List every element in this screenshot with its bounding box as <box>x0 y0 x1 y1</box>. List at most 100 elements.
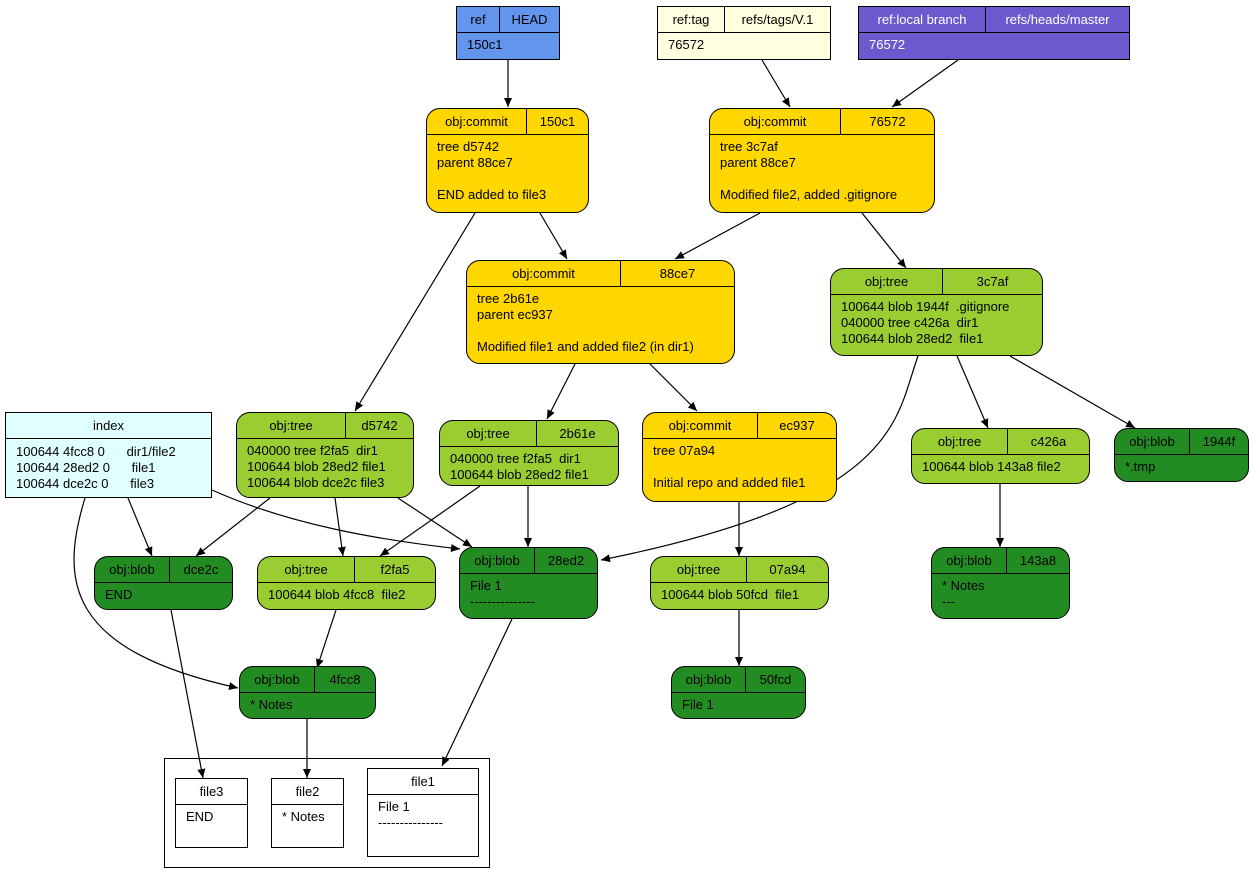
object-id-label: 50fcd <box>759 672 792 687</box>
tree-content: 100644 blob 1944f .gitignore 040000 tree… <box>841 299 1010 346</box>
blob-content: File 1 --------------- <box>470 578 535 609</box>
tree-content: 100644 blob 143a8 file2 <box>922 459 1061 474</box>
tree-content: 100644 blob 4fcc8 file2 <box>268 587 406 602</box>
edge-76572-to-3c7af <box>861 212 907 269</box>
edge-f2fa5-to-4fcc8 <box>316 609 337 669</box>
edge-88ce7-to-ec937 <box>649 363 698 412</box>
blob-node-4fcc8: obj:blob 4fcc8 * Notes <box>239 666 376 719</box>
commit-content: tree 07a94 Initial repo and added file1 <box>653 443 806 490</box>
tree-node-2b61e: obj:tree 2b61e 040000 tree f2fa5 dir1 10… <box>439 420 619 486</box>
blob-node-dce2c: obj:blob dce2c END <box>94 556 233 610</box>
commit-node-76572: obj:commit 76572 tree 3c7af parent 88ce7… <box>709 108 935 213</box>
commit-content: tree 2b61e parent ec937 Modified file1 a… <box>477 291 694 354</box>
head-ref-node: ref HEAD 150c1 <box>456 6 560 60</box>
object-type-label: obj:blob <box>672 667 746 692</box>
ref-target: 150c1 <box>467 37 503 52</box>
ref-name-label: refs/heads/master <box>1005 12 1110 27</box>
workdir-file3: file3 END <box>175 778 248 848</box>
ref-type-label: ref <box>457 7 500 32</box>
object-id-label: 07a94 <box>769 562 806 577</box>
branch-ref-node: ref:local branch refs/heads/master 76572 <box>858 6 1130 60</box>
object-id-label: 88ce7 <box>659 266 696 281</box>
edge-28ed2-to-file1 <box>441 618 513 767</box>
edge-76572-to-88ce7 <box>674 212 761 260</box>
ref-target: 76572 <box>869 37 906 52</box>
edge-d5742-to-f2fa5 <box>334 497 346 557</box>
object-id-label: d5742 <box>361 418 398 433</box>
object-type-label: obj:tree <box>651 557 747 582</box>
object-id-label: 28ed2 <box>547 553 585 568</box>
edge-d5742-to-28ed2 <box>397 497 473 548</box>
edge-3c7af-to-c426a <box>956 355 989 429</box>
blob-content: File 1 <box>682 697 714 712</box>
tree-content: 100644 blob 50fcd file1 <box>661 587 800 602</box>
tree-node-f2fa5: obj:tree f2fa5 100644 blob 4fcc8 file2 <box>257 556 436 610</box>
blob-content: * Notes <box>250 697 293 712</box>
ref-type-label: ref:local branch <box>859 7 986 32</box>
object-id-label: dce2c <box>183 562 219 577</box>
object-id-label: 2b61e <box>559 426 596 441</box>
object-type-label: obj:tree <box>831 269 943 294</box>
object-type-label: obj:commit <box>710 109 841 134</box>
object-type-label: obj:blob <box>1115 429 1190 454</box>
tree-node-d5742: obj:tree d5742 040000 tree f2fa5 dir1 10… <box>236 412 414 498</box>
file-content: * Notes <box>282 809 325 824</box>
blob-node-50fcd: obj:blob 50fcd File 1 <box>671 666 806 719</box>
object-id-label: 4fcc8 <box>329 672 361 687</box>
blob-node-1944f: obj:blob 1944f *.tmp <box>1114 428 1249 482</box>
object-type-label: obj:tree <box>912 429 1008 454</box>
edge-index-to-dce2c <box>127 497 153 557</box>
file-name-label: file1 <box>411 774 435 789</box>
index-entries: 100644 4fcc8 0 dir1/file2 100644 28ed2 0… <box>16 444 176 491</box>
object-type-label: obj:tree <box>440 421 537 446</box>
tag-ref-node: ref:tag refs/tags/V.1 76572 <box>657 6 831 60</box>
edge-dce2c-to-file3 <box>170 609 206 779</box>
commit-content: tree d5742 parent 88ce7 END added to fil… <box>437 139 547 202</box>
file-content: File 1 --------------- <box>378 799 443 830</box>
object-type-label: obj:commit <box>643 413 758 438</box>
object-type-label: obj:commit <box>467 261 621 286</box>
object-type-label: obj:commit <box>427 109 527 134</box>
edge-branch-to-76572 <box>891 59 959 108</box>
tree-node-c426a: obj:tree c426a 100644 blob 143a8 file2 <box>911 428 1090 484</box>
object-id-label: 1944f <box>1202 434 1236 449</box>
object-id-label: 150c1 <box>539 114 576 129</box>
blob-node-28ed2: obj:blob 28ed2 File 1 --------------- <box>459 547 598 619</box>
object-type-label: obj:blob <box>240 667 315 692</box>
object-id-label: 3c7af <box>976 274 1009 289</box>
ref-target: 76572 <box>668 37 705 52</box>
edge-2b61e-to-f2fa5 <box>379 485 481 557</box>
tree-node-07a94: obj:tree 07a94 100644 blob 50fcd file1 <box>650 556 829 610</box>
object-type-label: obj:blob <box>460 548 535 573</box>
object-type-label: obj:blob <box>932 548 1007 573</box>
file-name-label: file3 <box>199 784 224 799</box>
edge-index-to-28ed2 <box>211 489 461 552</box>
object-type-label: obj:tree <box>258 557 355 582</box>
workdir-file1: file1 File 1 --------------- <box>367 768 479 857</box>
commit-content: tree 3c7af parent 88ce7 Modified file2, … <box>720 139 898 202</box>
edge-tag-to-76572 <box>761 59 791 108</box>
blob-content: *.tmp <box>1125 459 1156 474</box>
ref-name-label: refs/tags/V.1 <box>741 12 814 27</box>
tree-content: 040000 tree f2fa5 dir1 100644 blob 28ed2… <box>450 451 589 482</box>
index-title: index <box>92 418 125 433</box>
index-node: index 100644 4fcc8 0 dir1/file2 100644 2… <box>5 412 212 498</box>
workdir-file2: file2 * Notes <box>271 778 344 848</box>
file-content: END <box>186 809 214 824</box>
edge-index-to-4fcc8 <box>73 497 239 690</box>
edge-3c7af-to-28ed2 <box>600 355 919 563</box>
working-directory-frame <box>164 758 490 868</box>
commit-node-ec937: obj:commit ec937 tree 07a94 Initial repo… <box>642 412 837 502</box>
edge-3c7af-to-1944f <box>1009 355 1136 429</box>
blob-content: END <box>105 587 133 602</box>
commit-node-150c1: obj:commit 150c1 tree d5742 parent 88ce7… <box>426 108 589 213</box>
edge-150c1-to-d5742 <box>354 212 476 412</box>
object-id-label: ec937 <box>779 418 815 433</box>
ref-type-label: ref:tag <box>658 7 725 32</box>
edge-d5742-to-dce2c <box>195 497 271 557</box>
object-type-label: obj:tree <box>237 413 346 438</box>
tree-content: 040000 tree f2fa5 dir1 100644 blob 28ed2… <box>247 443 386 490</box>
object-id-label: 76572 <box>869 114 906 129</box>
